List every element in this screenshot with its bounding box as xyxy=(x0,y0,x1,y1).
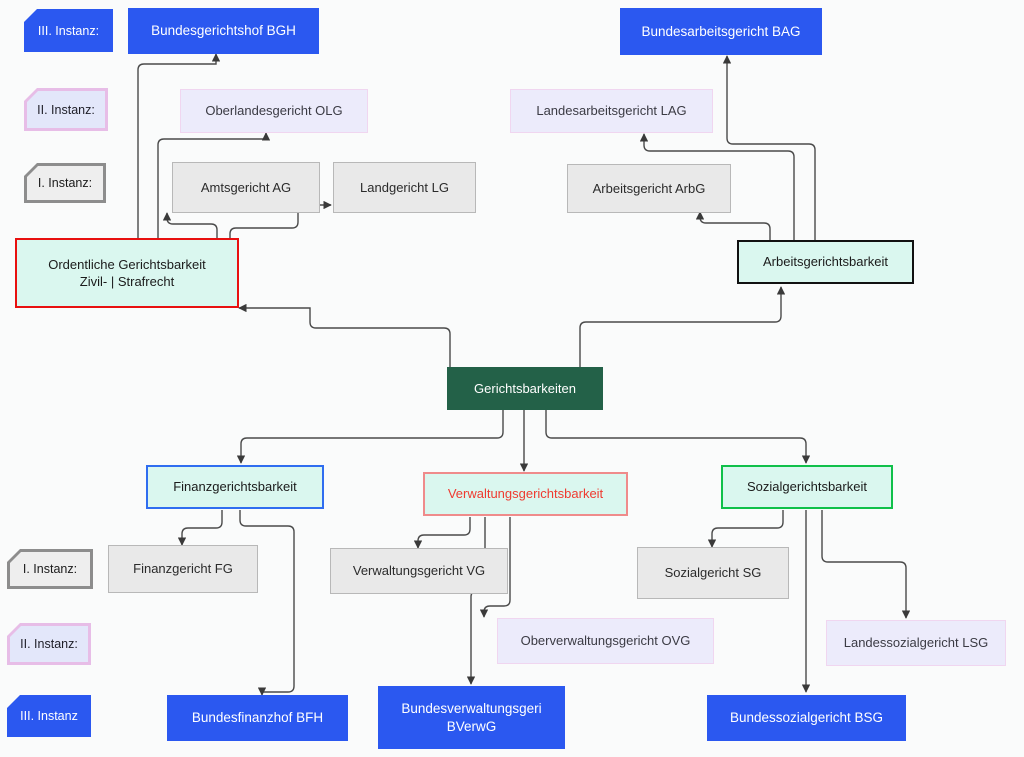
branch-arbeitsgerichtsbarkeit[interactable]: Arbeitsgerichtsbarkeit xyxy=(737,240,914,284)
court-arbg-label: Arbeitsgericht ArbG xyxy=(592,180,706,196)
edge-ordentliche-to-bgh xyxy=(137,53,221,243)
court-bag-label: Bundesarbeitsgericht BAG xyxy=(641,23,801,39)
legend-bottom-i: I. Instanz: xyxy=(7,549,93,589)
branch-sozial-label: Sozialgerichtsbarkeit xyxy=(747,479,867,495)
edge-sozial-to-sg xyxy=(707,510,784,548)
court-sg-label: Sozialgericht SG xyxy=(664,565,762,581)
court-bverwg[interactable]: Bundesverwaltungsgeri BVerwG xyxy=(378,686,565,749)
branch-verwaltung-label: Verwaltungsgerichtsbarkeit xyxy=(447,486,604,502)
court-lg[interactable]: Landgericht LG xyxy=(333,162,476,213)
edge-root-to-finanz xyxy=(236,409,504,464)
court-lag-label: Landesarbeitsgericht LAG xyxy=(536,103,687,119)
edge-verwaltung-to-ovg xyxy=(479,517,511,618)
court-ag[interactable]: Amtsgericht AG xyxy=(172,162,320,213)
legend-bottom-iii-label: III. Instanz xyxy=(10,698,88,734)
branch-arbeits-label: Arbeitsgerichtsbarkeit xyxy=(763,254,888,270)
branch-sozialgerichtsbarkeit[interactable]: Sozialgerichtsbarkeit xyxy=(721,465,893,509)
court-bgh-label: Bundesgerichtshof BGH xyxy=(151,23,296,39)
edge-finanz-to-bfh xyxy=(239,510,295,696)
branch-finanz-label: Finanzgerichtsbarkeit xyxy=(173,479,297,495)
edge-root-to-arbeits xyxy=(579,286,786,370)
court-olg-label: Oberlandesgericht OLG xyxy=(205,103,343,119)
branch-ordentliche-label-line1: Ordentliche Gerichtsbarkeit xyxy=(48,256,206,272)
legend-top-i-label: I. Instanz: xyxy=(27,166,103,200)
edge-arbeits-to-arbg xyxy=(695,211,771,241)
court-sg[interactable]: Sozialgericht SG xyxy=(637,547,789,599)
legend-bottom-ii-label: II. Instanz: xyxy=(10,626,88,662)
root-label: Gerichtsbarkeiten xyxy=(474,380,576,396)
edge-sozial-to-lsg xyxy=(821,510,911,619)
legend-top-iii-label: III. Instanz: xyxy=(27,12,110,49)
court-vg-label: Verwaltungsgericht VG xyxy=(352,563,486,579)
court-lg-label: Landgericht LG xyxy=(360,179,449,195)
edge-finanz-to-fg xyxy=(177,510,223,546)
court-fg[interactable]: Finanzgericht FG xyxy=(108,545,258,593)
legend-bottom-i-label: I. Instanz: xyxy=(10,552,90,586)
legend-top-i: I. Instanz: xyxy=(24,163,106,203)
court-vg[interactable]: Verwaltungsgericht VG xyxy=(330,548,508,594)
edge-ordentliche-to-lg xyxy=(229,200,332,243)
legend-bottom-iii: III. Instanz xyxy=(7,695,91,737)
edge-ordentliche-to-olg xyxy=(157,132,271,243)
edge-verwaltung-to-vg xyxy=(413,517,471,549)
edge-root-to-ordentliche xyxy=(238,303,451,370)
edge-arbeits-to-lag xyxy=(639,133,795,241)
court-arbg[interactable]: Arbeitsgericht ArbG xyxy=(567,164,731,213)
root-gerichtsbarkeiten[interactable]: Gerichtsbarkeiten xyxy=(447,367,603,410)
court-bverwg-label-line1: Bundesverwaltungsgeri xyxy=(401,700,542,716)
branch-ordentliche-gerichtsbarkeit[interactable]: Ordentliche Gerichtsbarkeit Zivil- | Str… xyxy=(15,238,239,308)
legend-bottom-ii: II. Instanz: xyxy=(7,623,91,665)
court-bfh-label: Bundesfinanzhof BFH xyxy=(191,710,324,726)
court-ag-label: Amtsgericht AG xyxy=(200,179,292,195)
edge-arbeits-to-bag xyxy=(722,55,816,241)
legend-top-iii: III. Instanz: xyxy=(24,9,113,52)
legend-top-ii-label: II. Instanz: xyxy=(27,91,105,128)
court-bsg-label: Bundessozialgericht BSG xyxy=(729,710,884,726)
court-ovg[interactable]: Oberverwaltungsgericht OVG xyxy=(497,618,714,664)
branch-verwaltungsgerichtsbarkeit[interactable]: Verwaltungsgerichtsbarkeit xyxy=(423,472,628,516)
court-lag[interactable]: Landesarbeitsgericht LAG xyxy=(510,89,713,133)
court-lsg-label: Landessozialgericht LSG xyxy=(843,635,989,651)
court-fg-label: Finanzgericht FG xyxy=(133,561,233,577)
court-bverwg-label-line2: BVerwG xyxy=(446,718,497,734)
legend-top-ii: II. Instanz: xyxy=(24,88,108,131)
court-bgh[interactable]: Bundesgerichtshof BGH xyxy=(128,8,319,54)
court-bag[interactable]: Bundesarbeitsgericht BAG xyxy=(620,8,822,55)
court-lsg[interactable]: Landessozialgericht LSG xyxy=(826,620,1006,666)
edge-root-to-sozial xyxy=(545,409,811,464)
branch-finanzgerichtsbarkeit[interactable]: Finanzgerichtsbarkeit xyxy=(146,465,324,509)
edge-ordentliche-to-ag xyxy=(162,212,218,243)
court-ovg-label: Oberverwaltungsgericht OVG xyxy=(520,633,691,649)
court-bsg[interactable]: Bundessozialgericht BSG xyxy=(707,695,906,741)
branch-ordentliche-label-line2: Zivil- | Strafrecht xyxy=(79,274,175,289)
court-bfh[interactable]: Bundesfinanzhof BFH xyxy=(167,695,348,741)
court-olg[interactable]: Oberlandesgericht OLG xyxy=(180,89,368,133)
edge-verwaltung-to-bverwg xyxy=(466,517,486,685)
